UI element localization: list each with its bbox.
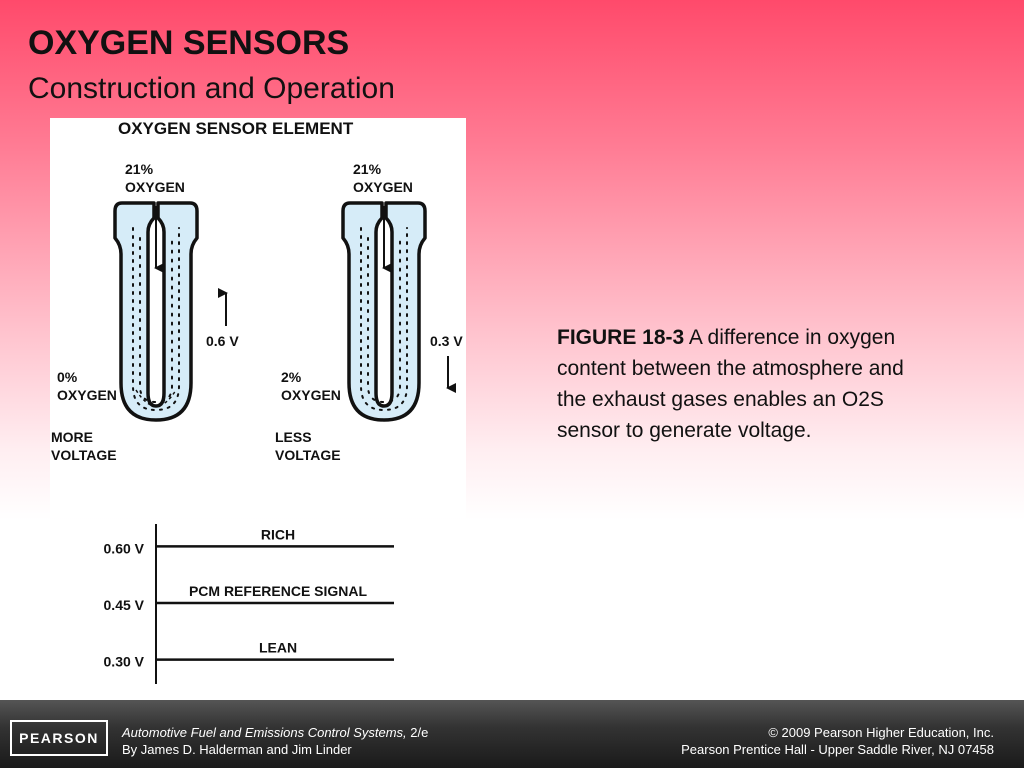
level-voltage-label-0: 0.60 V — [104, 540, 145, 556]
right-top-oxygen-label: 21% OXYGEN — [353, 161, 413, 195]
figure-number: FIGURE 18-3 — [557, 326, 685, 349]
figure-title: OXYGEN SENSOR ELEMENT — [118, 119, 354, 138]
figure-caption: FIGURE 18-3 A difference in oxygen conte… — [557, 322, 937, 446]
footer-bar: PEARSON Automotive Fuel and Emissions Co… — [0, 700, 1024, 768]
level-voltage-label-2: 0.30 V — [104, 654, 145, 670]
level-name-label-1: PCM REFERENCE SIGNAL — [189, 583, 368, 599]
caption-text: A difference in oxygen content between t… — [557, 326, 904, 442]
level-voltage-label-1: 0.45 V — [104, 597, 145, 613]
publisher-text: Pearson Prentice Hall - Upper Saddle Riv… — [681, 742, 994, 757]
left-voltage-label: 0.6 V — [206, 333, 239, 349]
left-result-label: MORE VOLTAGE — [51, 429, 117, 463]
slide-subtitle: Construction and Operation — [28, 72, 395, 105]
right-bottom-oxygen-label: 2% OXYGEN — [281, 369, 341, 403]
oxygen-sensor-figure: OXYGEN SENSOR ELEMENT 21% OXYGEN 0.6 V 0… — [50, 118, 466, 518]
sensor-diagram-svg — [113, 201, 456, 422]
book-authors: By James D. Halderman and Jim Linder — [122, 742, 352, 757]
voltage-level-svg: 0.60 V RICH 0.45 V PCM REFERENCE SIGNAL 0.30… — [104, 524, 394, 684]
right-result-label: LESS VOLTAGE — [275, 429, 341, 463]
level-name-label-2: LEAN — [259, 640, 297, 656]
footer-copyright: © 2009 Pearson Higher Education, Inc. Pe… — [681, 724, 994, 758]
left-top-oxygen-label: 21% OXYGEN — [125, 161, 185, 195]
book-edition: 2/e — [406, 725, 429, 740]
voltage-level-chart: 0.60 V RICH 0.45 V PCM REFERENCE SIGNAL 0.30… — [80, 518, 410, 688]
copyright-text: © 2009 Pearson Higher Education, Inc. — [768, 725, 994, 740]
footer-book-info: Automotive Fuel and Emissions Control Sy… — [122, 724, 428, 758]
slide-title: OXYGEN SENSORS — [28, 24, 350, 62]
left-bottom-oxygen-label: 0% OXYGEN — [57, 369, 117, 403]
pearson-logo: PEARSON — [10, 720, 108, 756]
level-name-label-0: RICH — [261, 526, 295, 542]
book-title: Automotive Fuel and Emissions Control Sy… — [122, 725, 407, 740]
right-sensor-element — [341, 201, 456, 422]
left-sensor-element — [113, 201, 228, 422]
right-voltage-label: 0.3 V — [430, 333, 463, 349]
